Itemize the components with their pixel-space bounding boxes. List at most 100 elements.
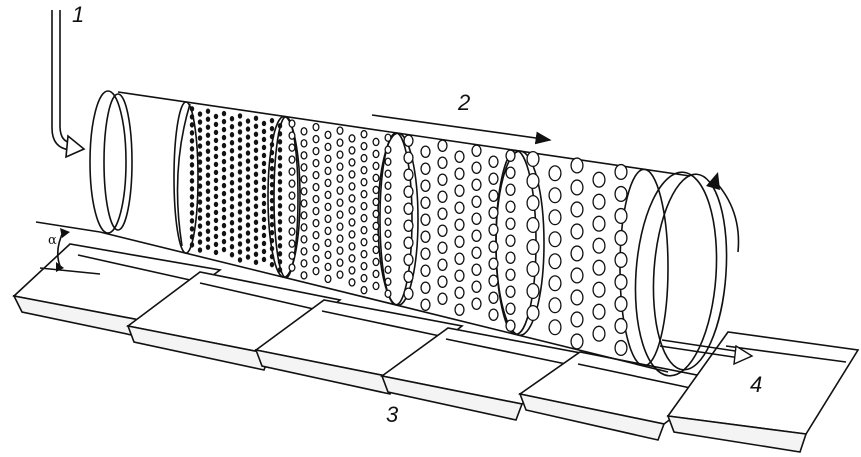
perforation-hole <box>526 282 540 300</box>
perforation-hole <box>197 199 203 205</box>
perforation-hole <box>548 165 562 182</box>
perforation-hole <box>245 198 251 204</box>
perforation-hole <box>360 141 368 151</box>
perforation-hole <box>253 179 259 185</box>
perforation-hole <box>288 239 296 248</box>
perforation-hole <box>229 252 235 258</box>
perforation-hole <box>420 281 431 294</box>
perforation-hole <box>348 206 356 215</box>
perforation-hole <box>229 244 235 250</box>
perforation-hole <box>221 166 227 173</box>
perforation-hole <box>189 130 195 136</box>
perforation-hole <box>420 196 431 209</box>
perforation-hole <box>197 207 203 213</box>
perforation-hole <box>384 241 392 250</box>
perforation-hole <box>189 210 195 216</box>
perforation-hole <box>336 198 344 207</box>
perforation-hole <box>288 167 296 176</box>
perforation-hole <box>614 229 628 246</box>
perforation-hole <box>213 185 219 192</box>
perforation-hole <box>614 273 628 290</box>
perforation-hole <box>420 264 431 277</box>
perforation-hole <box>229 124 235 130</box>
perforation-hole <box>454 201 465 214</box>
perforation-hole <box>324 142 332 152</box>
perforation-hole <box>384 253 392 262</box>
perforation-hole <box>205 204 211 210</box>
rotating-drum <box>89 90 728 377</box>
perforation-hole <box>221 214 227 221</box>
perforation-hole <box>488 291 499 304</box>
perforation-hole <box>197 247 203 253</box>
perforation-hole <box>189 194 195 200</box>
perforation-hole <box>245 230 251 236</box>
perforation-hole <box>548 209 562 226</box>
perforation-hole <box>237 193 243 199</box>
perforation-hole <box>488 223 499 236</box>
perforation-hole <box>261 248 267 255</box>
perforation-hole <box>570 179 584 196</box>
label-feed: 1 <box>72 2 84 27</box>
perforation-hole <box>324 190 332 200</box>
perforation-hole <box>454 286 465 299</box>
perforation-hole <box>312 146 320 156</box>
perforation-hole <box>471 195 482 208</box>
perforation-hole <box>384 169 392 178</box>
perforation-hole <box>300 199 308 208</box>
perforation-hole <box>197 135 203 141</box>
perforation-hole <box>570 267 584 284</box>
perforation-hole <box>548 275 562 292</box>
perforation-hole <box>614 163 628 180</box>
perforation-hole <box>288 263 296 272</box>
perforation-hole <box>253 203 259 209</box>
perforation-hole <box>277 139 283 145</box>
perforation-hole <box>229 132 235 138</box>
perforation-hole <box>205 148 211 154</box>
perforation-hole <box>253 147 259 153</box>
perforation-hole <box>526 216 540 234</box>
perforation-hole <box>245 174 251 180</box>
perforation-hole <box>592 193 606 210</box>
perforation-hole <box>277 195 283 201</box>
perforation-hole <box>437 173 448 186</box>
perforation-hole <box>213 153 219 160</box>
perforation-hole <box>213 169 219 176</box>
perforation-hole <box>288 203 296 212</box>
inclination-angle <box>35 221 101 275</box>
perforation-hole <box>269 133 275 140</box>
label-angle: α <box>48 233 57 248</box>
perforation-hole <box>245 206 251 212</box>
perforation-hole <box>213 217 219 224</box>
perforation-hole <box>488 274 499 287</box>
perforation-hole <box>269 117 275 124</box>
perforation-hole <box>237 249 243 255</box>
perforation-hole <box>245 254 251 260</box>
perforation-hole <box>229 180 235 186</box>
perforation-hole <box>288 191 296 200</box>
perforation-hole <box>312 158 320 168</box>
perforation-hole <box>269 141 275 148</box>
perforation-hole <box>526 238 540 256</box>
perforation-hole <box>269 245 275 252</box>
perforation-hole <box>312 230 320 240</box>
perforation-hole <box>384 265 392 274</box>
perforation-hole <box>277 267 283 273</box>
perforation-hole <box>471 212 482 225</box>
perforation-hole <box>229 212 235 218</box>
perforation-hole <box>403 168 414 181</box>
perforation-hole <box>253 259 259 265</box>
perforation-hole <box>213 209 219 216</box>
perforation-hole <box>324 274 332 284</box>
perforation-hole <box>261 232 267 239</box>
perforation-hole <box>548 297 562 314</box>
perforation-hole <box>360 213 368 223</box>
perforation-hole <box>336 162 344 171</box>
perforation-hole <box>269 181 275 188</box>
perforation-hole <box>372 269 380 279</box>
perforation-hole <box>300 175 308 184</box>
perforation-hole <box>488 240 499 253</box>
perforation-hole <box>348 266 356 275</box>
perforation-hole <box>336 222 344 231</box>
perforation-hole <box>505 217 516 230</box>
perforation-hole <box>229 116 235 122</box>
